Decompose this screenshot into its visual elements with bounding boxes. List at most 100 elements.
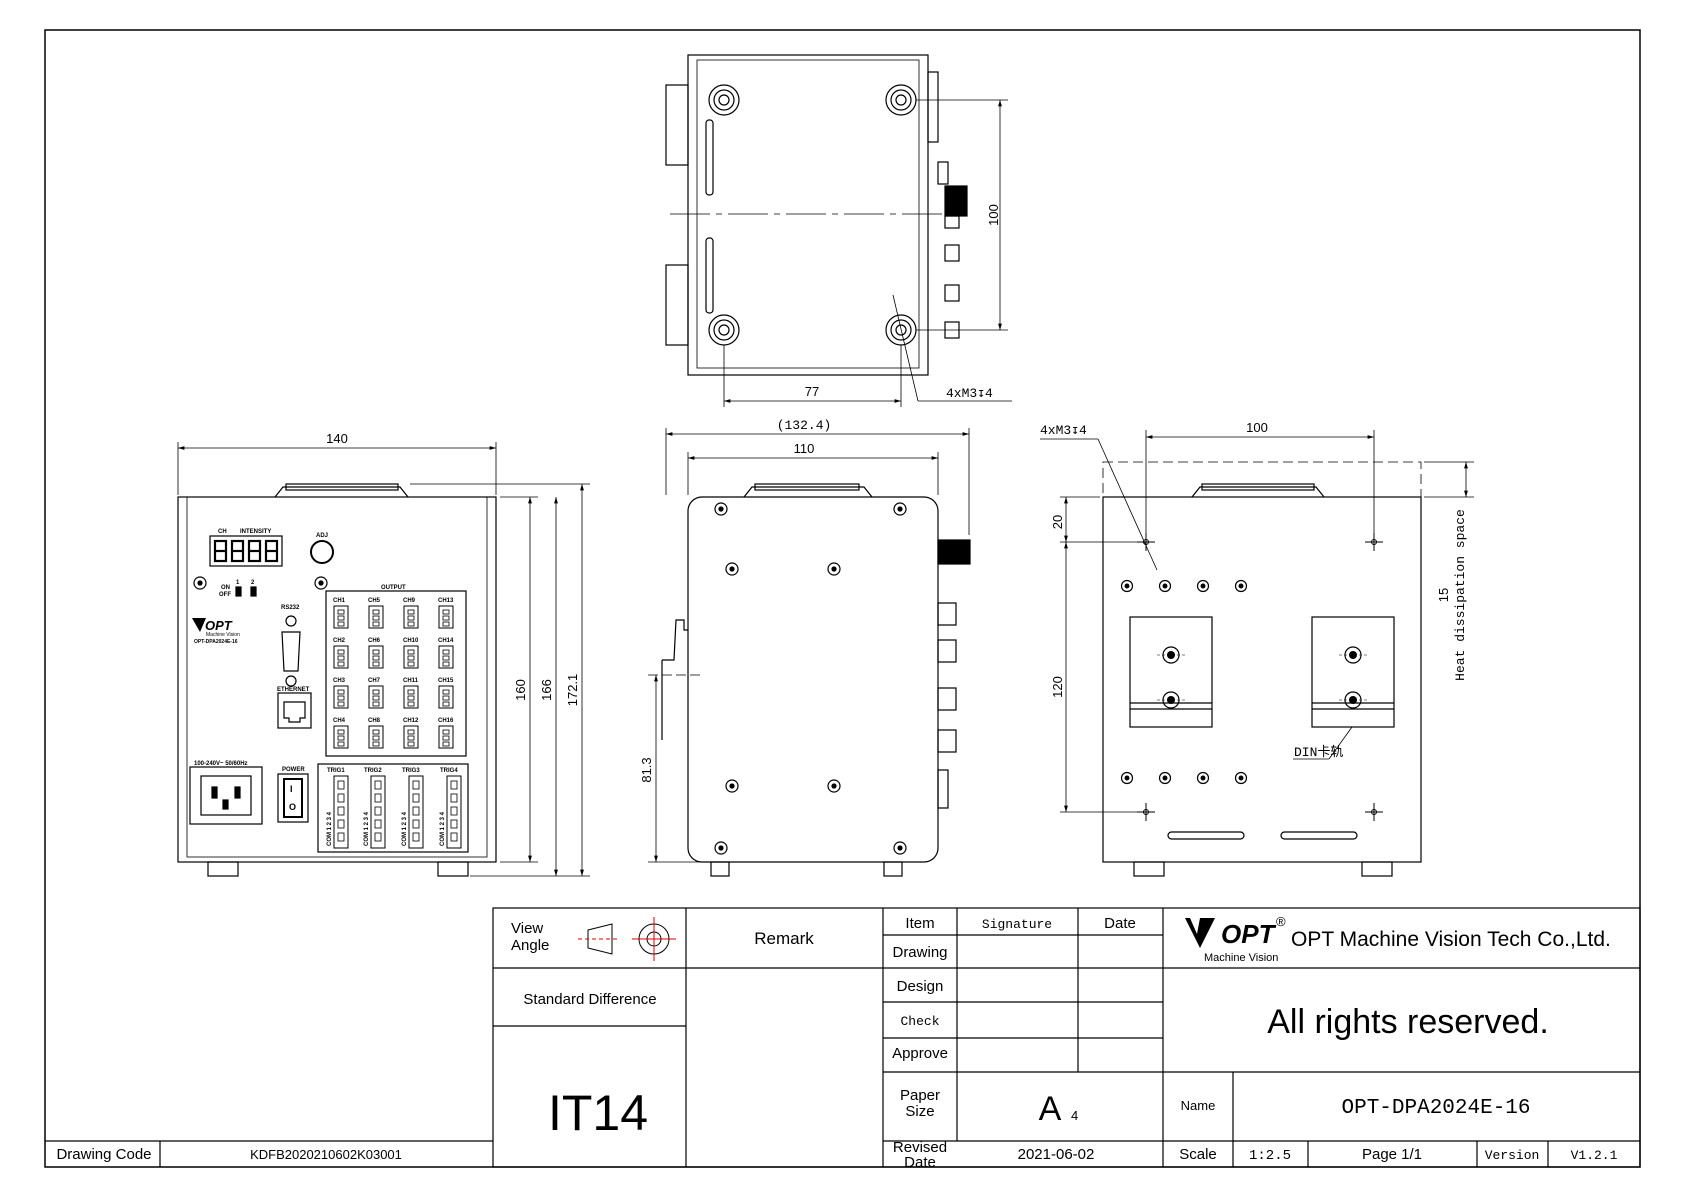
connector-pin [337, 741, 345, 747]
output-label: OUTPUT [381, 585, 406, 591]
rear-screw [1158, 771, 1172, 785]
front-dim-166: 166 [539, 679, 554, 701]
connector-pin [407, 735, 415, 741]
trigger-connector [446, 775, 462, 849]
name-value: OPT-DPA2024E-16 [1341, 1097, 1530, 1120]
rail-screw [1157, 691, 1185, 709]
connector-pin [372, 701, 380, 707]
power-label: POWER [282, 767, 305, 773]
front-logo-text: OPT [205, 618, 233, 633]
connector-pin [407, 621, 415, 627]
mount-hole-mark [1365, 533, 1383, 551]
connector-pin [337, 793, 345, 803]
connector-pin [407, 609, 415, 615]
page-value: Page 1/1 [1362, 1146, 1422, 1163]
connector-pin [407, 615, 415, 621]
channel-label: CH6 [368, 638, 381, 644]
connector-pin [442, 655, 450, 661]
trigger-pins-label: COM 1 2 3 4 [440, 811, 446, 846]
paper-size-label-2: Size [905, 1103, 934, 1120]
connector-pin [374, 793, 382, 803]
top-screw-3 [708, 314, 740, 346]
item-label: Item [905, 915, 934, 932]
connector-pin [337, 615, 345, 621]
date-label: Date [1104, 915, 1136, 932]
channel-connector [368, 605, 384, 629]
connector-pin [337, 701, 345, 707]
channel-label: CH4 [333, 718, 346, 724]
channel-connector [403, 725, 419, 749]
switch-1-label: 1 [236, 580, 240, 586]
connector-pin [407, 729, 415, 735]
connector-pin [374, 819, 382, 829]
connector-pin [337, 729, 345, 735]
channel-label: CH11 [403, 678, 419, 684]
adj-label: ADJ [316, 533, 328, 539]
connector-pin [450, 819, 458, 829]
connector-pin [442, 609, 450, 615]
channel-connector [368, 725, 384, 749]
rear-dim-15: 15 [1436, 588, 1451, 602]
connector-pin [337, 780, 345, 790]
channel-label: CH13 [438, 598, 454, 604]
power-on-mark: I [290, 784, 293, 794]
intensity-label: INTENSITY [240, 529, 271, 535]
title-block-grid [45, 907, 1641, 1168]
top-view [665, 54, 1012, 407]
trigger-connector [370, 775, 386, 849]
trigger-label: TRIG2 [364, 768, 382, 774]
tolerance-value: IT14 [548, 1085, 648, 1141]
connector-pin [442, 649, 450, 655]
rear-screw [1234, 579, 1248, 593]
connector-pin [412, 806, 420, 816]
side-view [648, 428, 971, 877]
connector-pin [372, 741, 380, 747]
ethernet-label: ETHERNET [277, 687, 310, 693]
mount-hole-mark [1137, 803, 1155, 821]
rear-screws [1120, 533, 1383, 821]
trigger-label: TRIG4 [440, 768, 458, 774]
connector-pin [374, 806, 382, 816]
rear-screw [1120, 579, 1134, 593]
rear-dim-20: 20 [1050, 515, 1065, 529]
revised-date-label-1: Revised [893, 1139, 947, 1156]
connector-pin [374, 832, 382, 842]
connector-pin [337, 819, 345, 829]
paper-size-subscript: 4 [1071, 1108, 1078, 1123]
connector-pin [442, 661, 450, 667]
drawing-label: Drawing [892, 944, 947, 961]
channel-connector [333, 685, 349, 709]
connector-pin [442, 729, 450, 735]
connector-pin [372, 655, 380, 661]
connector-pin [407, 649, 415, 655]
side-dim-inner: 110 [794, 441, 815, 456]
connector-pin [442, 741, 450, 747]
power-off-mark: O [289, 802, 296, 812]
connector-pin [407, 661, 415, 667]
channel-label: CH14 [438, 638, 454, 644]
connector-pin [337, 832, 345, 842]
channel-connector [403, 645, 419, 669]
approve-label: Approve [892, 1045, 948, 1062]
rear-screw [1234, 771, 1248, 785]
paper-size-label-1: Paper [900, 1087, 940, 1104]
channel-label: CH2 [333, 638, 346, 644]
revised-date-label-2: Date [904, 1154, 936, 1171]
channel-connector [333, 645, 349, 669]
top-dim-width: 77 [805, 384, 819, 399]
rail-screw [1339, 691, 1367, 709]
trigger-pins-label: COM 1 2 3 4 [327, 811, 333, 846]
sheet-border [44, 29, 1641, 1168]
connector-pin [337, 649, 345, 655]
connector-pin [412, 793, 420, 803]
mount-hole-mark [1365, 803, 1383, 821]
name-label: Name [1181, 1098, 1216, 1113]
rail-screw [1157, 646, 1185, 664]
top-screw-note: 4xM3↧4 [946, 386, 993, 401]
connector-pin [337, 735, 345, 741]
version-value: V1.2.1 [1571, 1148, 1618, 1163]
connector-pin [372, 649, 380, 655]
channel-label: CH5 [368, 598, 381, 604]
